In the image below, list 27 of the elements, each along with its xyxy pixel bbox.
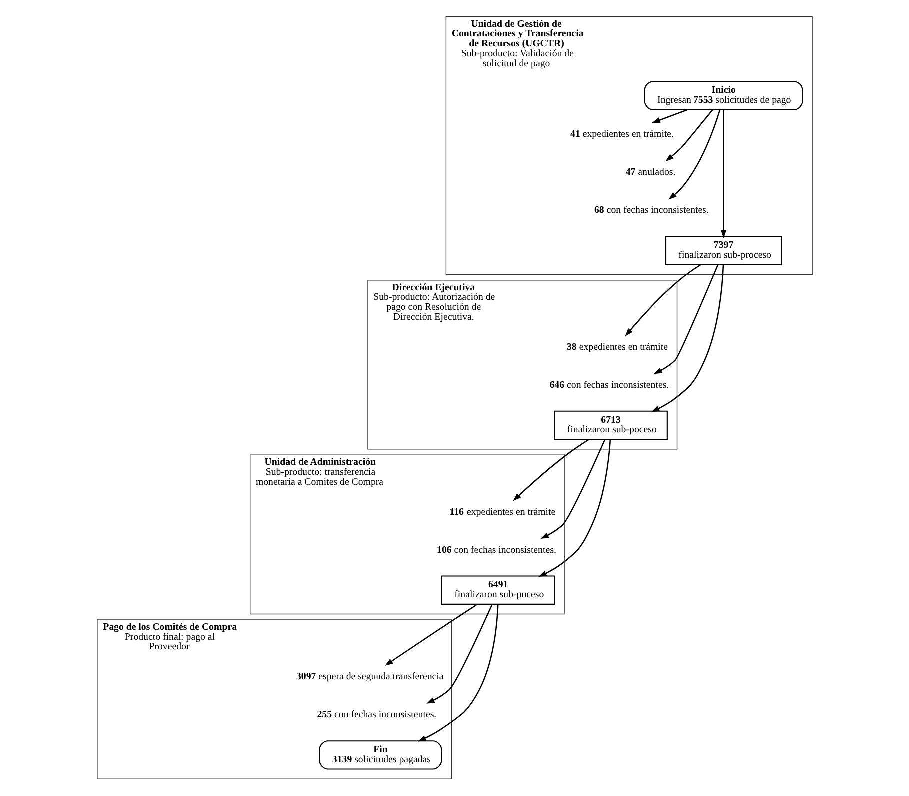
node-box: 6713 finalizaron sub-poceso xyxy=(554,410,668,440)
arrow xyxy=(650,265,724,412)
arrow xyxy=(538,440,611,578)
arrow xyxy=(668,110,720,200)
node-text: 255 con fechas inconsistentes. xyxy=(316,710,436,721)
node-text: 41 expedientes en trámite. xyxy=(570,129,674,140)
arrow xyxy=(384,604,478,666)
node-text: 646 con fechas inconsistentes. xyxy=(549,380,669,391)
node-box: Fin 3139 solicitudes pagadas xyxy=(318,740,442,770)
node-text: 68 con fechas inconsistentes. xyxy=(594,205,708,216)
node-box: 6491 finalizaron sub-poceso xyxy=(440,576,555,605)
arrow xyxy=(652,109,688,124)
arrow xyxy=(653,264,718,374)
node-text: 38 expedientes en trámite xyxy=(566,342,668,353)
arrow xyxy=(720,110,726,238)
node-text: 116 expedientes en trámite xyxy=(449,506,556,518)
arrow xyxy=(665,110,713,162)
arrow xyxy=(426,604,492,704)
node-box: 7397 finalizaron sub-proceso xyxy=(664,236,782,266)
node-box: Inicio Ingresan 7553 solicitudes de pago xyxy=(644,81,803,110)
arrow xyxy=(417,604,498,742)
arrow xyxy=(624,264,701,337)
node-text: 3097 espera de segunda transferencia xyxy=(296,672,444,683)
arrow xyxy=(540,439,606,540)
node-text: 47 anulados. xyxy=(625,167,676,178)
arrow xyxy=(512,439,589,502)
node-text: 106 con fechas inconsistentes. xyxy=(436,544,556,556)
